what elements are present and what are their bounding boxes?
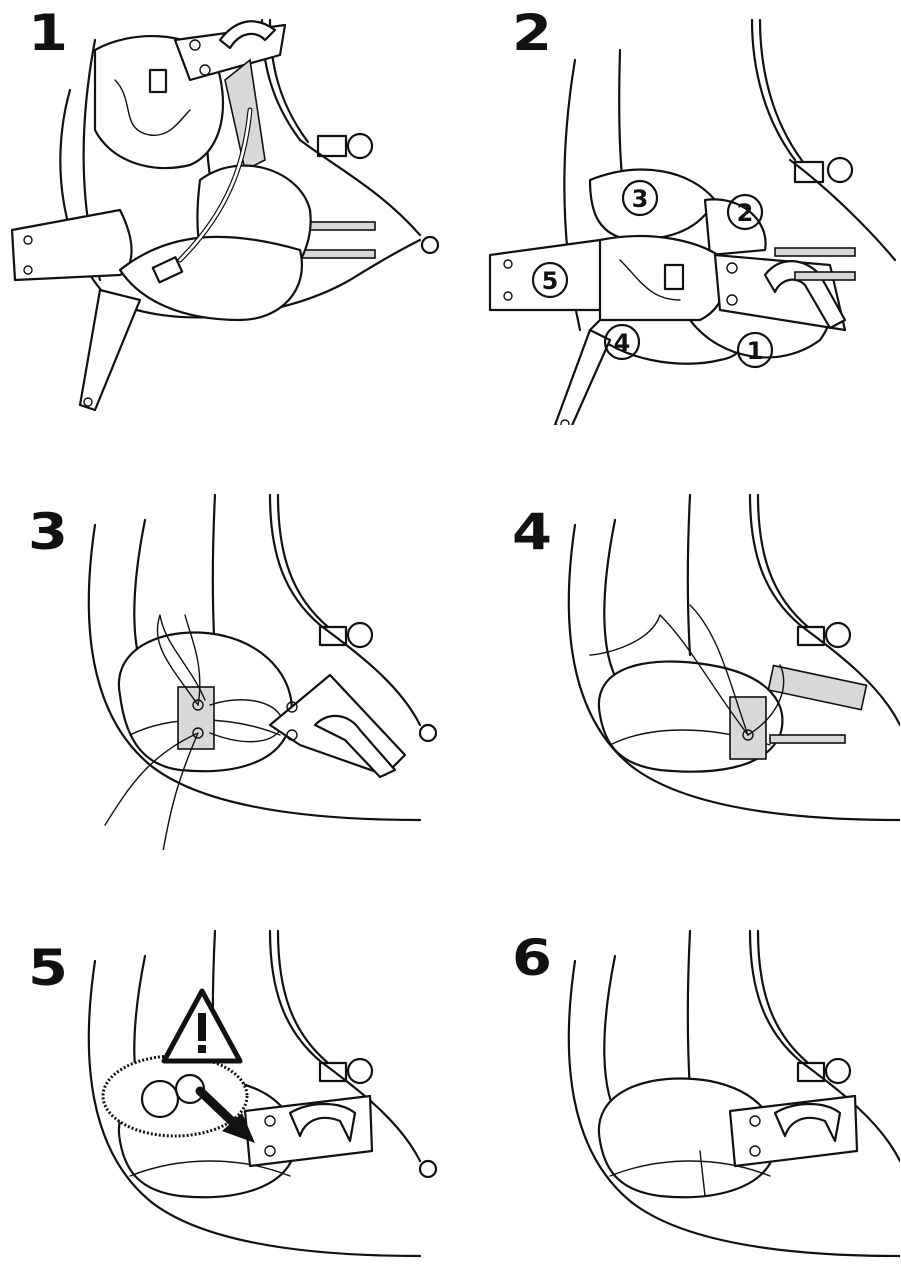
- svg-text:3: 3: [632, 185, 649, 213]
- warning-triangle-icon: [164, 991, 240, 1061]
- step-4-illustration: [450, 425, 900, 850]
- buckle-icon: [795, 162, 823, 182]
- step-4-panel: 4: [450, 425, 900, 850]
- step-3-panel: 3: [0, 425, 450, 850]
- step-5-illustration: [0, 851, 450, 1276]
- svg-text:4: 4: [614, 329, 631, 357]
- step-2-illustration: 3 2 5 4 1: [450, 0, 900, 425]
- step-6-panel: 6: [450, 851, 900, 1276]
- step-1-panel: 1: [0, 0, 450, 425]
- step-5-panel: 5: [0, 851, 450, 1276]
- pad-part-3: [590, 170, 715, 240]
- svg-text:2: 2: [737, 199, 754, 227]
- step-3-illustration: [0, 425, 450, 850]
- step-1-illustration: [0, 0, 450, 425]
- buckle-icon: [798, 627, 824, 645]
- buckle-icon: [798, 1063, 824, 1081]
- buckle-icon: [318, 136, 346, 156]
- step-2-panel: 2 3: [450, 0, 900, 425]
- svg-text:5: 5: [542, 267, 559, 295]
- step-6-illustration: [450, 851, 900, 1276]
- svg-text:1: 1: [747, 337, 764, 365]
